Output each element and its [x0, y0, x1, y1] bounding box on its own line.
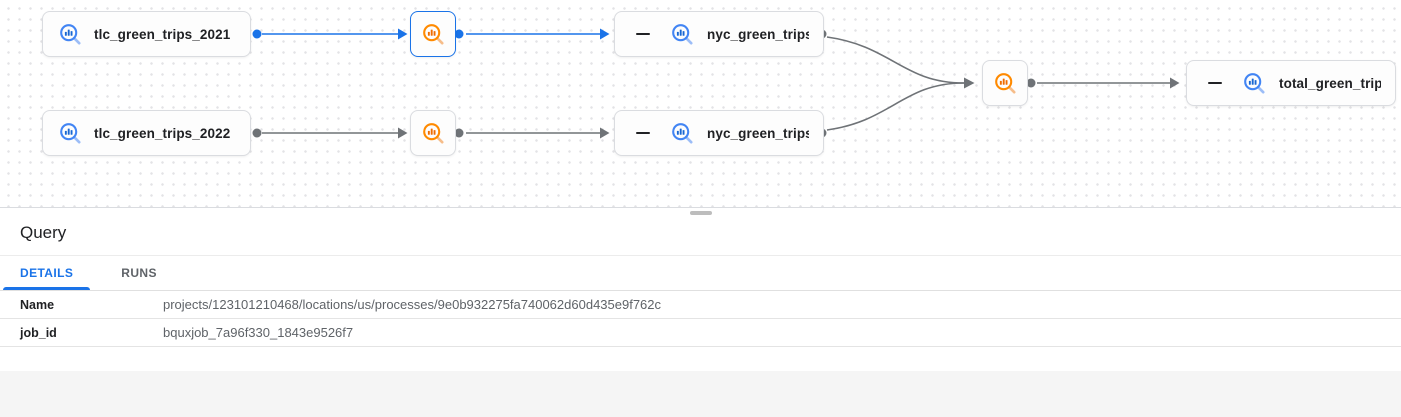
bigquery-process-icon [421, 121, 445, 145]
table-row: job_id bquxjob_7a96f330_1843e9526f7 [0, 319, 1401, 347]
node-tlc-green-trips-2021[interactable]: tlc_green_trips_2021 [42, 11, 251, 57]
panel-title: Query [20, 223, 67, 242]
process-node[interactable] [410, 110, 456, 156]
tab-runs[interactable]: RUNS [121, 266, 157, 280]
table-row: Name projects/123101210468/locations/us/… [0, 291, 1401, 319]
node-total-green-trips[interactable]: total_green_trip... [1186, 60, 1396, 106]
node-label: nyc_green_trips... [707, 26, 809, 42]
bigquery-table-icon [58, 22, 82, 46]
node-label: total_green_trip... [1279, 75, 1381, 91]
node-nyc-green-trips-2021[interactable]: nyc_green_trips... [614, 11, 824, 57]
process-node-merge[interactable] [982, 60, 1028, 106]
panel-header: Query [0, 208, 1401, 256]
bigquery-table-icon [1242, 71, 1266, 95]
sql-code-block: CREATE TABLE `myproject.data_lineage_dem… [0, 371, 1401, 417]
bigquery-process-icon [421, 22, 445, 46]
bigquery-table-icon [670, 121, 694, 145]
tab-bar: DETAILS RUNS [0, 256, 1401, 291]
lineage-edges [252, 28, 1180, 139]
row-label: job_id [20, 325, 57, 340]
collapse-icon[interactable] [636, 131, 650, 135]
bigquery-table-icon [670, 22, 694, 46]
process-node-selected[interactable] [410, 11, 456, 57]
lineage-canvas[interactable]: tlc_green_trips_2021 nyc_green_trips... … [0, 0, 1401, 208]
node-nyc-green-trips-2022[interactable]: nyc_green_trips... [614, 110, 824, 156]
row-value: bquxjob_7a96f330_1843e9526f7 [163, 325, 354, 340]
details-panel: Query DETAILS RUNS Name projects/1231012… [0, 208, 1401, 417]
row-value: projects/123101210468/locations/us/proce… [163, 297, 662, 312]
collapse-icon[interactable] [1208, 81, 1222, 85]
node-label: tlc_green_trips_2021 [94, 26, 231, 42]
bigquery-table-icon [58, 121, 82, 145]
node-label: tlc_green_trips_2022 [94, 125, 231, 141]
collapse-icon[interactable] [636, 32, 650, 36]
bigquery-process-icon [993, 71, 1017, 95]
node-label: nyc_green_trips... [707, 125, 809, 141]
row-label: Name [20, 297, 55, 312]
node-tlc-green-trips-2022[interactable]: tlc_green_trips_2022 [42, 110, 251, 156]
details-table: Name projects/123101210468/locations/us/… [0, 291, 1401, 347]
tab-details[interactable]: DETAILS [3, 256, 91, 290]
panel-resize-handle[interactable] [689, 211, 712, 215]
